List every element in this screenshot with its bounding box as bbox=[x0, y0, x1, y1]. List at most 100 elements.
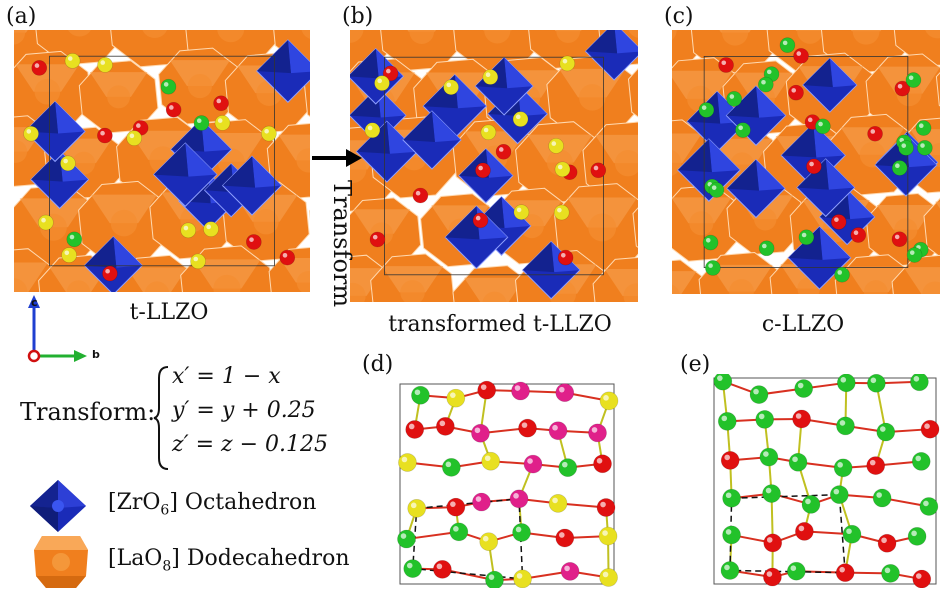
li-site-sphere bbox=[369, 231, 386, 248]
dodecahedron-polyhedron bbox=[632, 207, 638, 248]
li-site-sphere bbox=[866, 456, 886, 475]
dodecahedron-polyhedron bbox=[370, 253, 455, 302]
li-site-sphere bbox=[412, 187, 429, 204]
li-site-diagram-d bbox=[397, 380, 619, 588]
li-site-sphere bbox=[554, 161, 571, 178]
li-site-sphere bbox=[559, 55, 576, 72]
li-site-sphere bbox=[593, 454, 612, 474]
li-site-sphere bbox=[726, 91, 742, 107]
dodecahedron-polyhedron bbox=[14, 184, 100, 271]
li-site-sphere bbox=[403, 559, 423, 578]
li-site-sphere bbox=[165, 101, 182, 118]
octahedron-polyhedron bbox=[444, 205, 509, 270]
octahedron-polyhedron bbox=[153, 142, 218, 207]
octahedron-polyhedron bbox=[83, 235, 143, 292]
li-site-sphere bbox=[919, 497, 939, 516]
li-site-sphere bbox=[555, 383, 575, 403]
li-site-sphere bbox=[23, 125, 39, 142]
octahedron-polyhedron bbox=[802, 57, 858, 113]
li-site-sphere bbox=[835, 563, 855, 583]
dodecahedron-polyhedron bbox=[726, 183, 805, 256]
li-site-sphere bbox=[793, 48, 809, 64]
octahedron-legend-icon bbox=[30, 480, 86, 532]
caption-b: transformed t-LLZO bbox=[388, 312, 612, 337]
octahedron-polyhedron bbox=[402, 110, 462, 170]
dodecahedron-polyhedron bbox=[893, 30, 940, 68]
panel-label-d: (d) bbox=[362, 352, 394, 377]
li-site-sphere bbox=[279, 249, 296, 266]
li-site-sphere bbox=[898, 140, 914, 156]
octahedron-polyhedron bbox=[726, 158, 786, 219]
li-site-sphere bbox=[912, 569, 932, 588]
li-site-sphere bbox=[472, 212, 489, 229]
li-site-sphere bbox=[548, 494, 568, 513]
dodecahedron-polyhedron bbox=[78, 60, 159, 134]
li-site-sphere bbox=[599, 568, 618, 587]
dodecahedron-polyhedron bbox=[380, 30, 465, 71]
li-site-sphere bbox=[446, 388, 466, 408]
li-site-sphere bbox=[180, 222, 197, 239]
li-site-sphere bbox=[702, 234, 719, 251]
octahedron-polyhedron bbox=[584, 30, 638, 81]
li-site-sphere bbox=[763, 567, 782, 587]
li-site-sphere bbox=[867, 125, 883, 142]
li-site-sphere bbox=[718, 57, 734, 73]
li-site-sphere bbox=[446, 497, 466, 517]
li-site-sphere bbox=[512, 111, 529, 127]
li-site-sphere bbox=[876, 422, 896, 442]
li-site-sphere bbox=[915, 120, 932, 136]
legend-lao8-label: [LaO8] Dodecahedron bbox=[108, 546, 350, 575]
li-site-sphere bbox=[553, 204, 570, 221]
li-site-sphere bbox=[735, 122, 751, 138]
li-site-sphere bbox=[788, 84, 804, 101]
octahedron-polyhedron bbox=[677, 138, 741, 202]
dodecahedron-polyhedron bbox=[627, 67, 638, 118]
li-site-sphere bbox=[509, 489, 529, 509]
dodecahedron-polyhedron bbox=[592, 256, 638, 302]
li-site-sphere bbox=[523, 454, 543, 474]
dodecahedron-polyhedron bbox=[78, 180, 170, 266]
li-site-sphere bbox=[795, 522, 814, 541]
li-site-sphere bbox=[833, 458, 853, 478]
dodecahedron-polyhedron bbox=[672, 184, 744, 262]
li-site-sphere bbox=[485, 570, 504, 588]
dodecahedron-legend-icon bbox=[34, 536, 88, 588]
li-site-sphere bbox=[407, 499, 427, 518]
li-site-sphere bbox=[906, 247, 923, 263]
li-site-sphere bbox=[755, 410, 775, 429]
li-site-sphere bbox=[920, 419, 940, 439]
equation-y: y′ = y + 0.25 bbox=[172, 398, 316, 423]
li-site-sphere bbox=[482, 69, 499, 85]
li-site-sphere bbox=[61, 247, 77, 263]
li-site-sphere bbox=[788, 452, 808, 472]
li-site-sphere bbox=[590, 162, 607, 179]
li-site-sphere bbox=[246, 234, 262, 250]
dodecahedron-polyhedron bbox=[698, 251, 784, 294]
li-site-sphere bbox=[443, 79, 459, 96]
legend-zro6-label: [ZrO6] Octahedron bbox=[108, 490, 317, 519]
dodecahedron-polyhedron bbox=[266, 123, 310, 199]
li-site-sphere bbox=[555, 528, 575, 548]
li-site-sphere bbox=[560, 562, 580, 581]
octahedron-polyhedron bbox=[221, 155, 283, 216]
li-site-sphere bbox=[477, 380, 497, 400]
li-site-sphere bbox=[842, 524, 862, 544]
dodecahedron-polyhedron bbox=[308, 209, 310, 222]
crystal-structure-b bbox=[350, 30, 638, 302]
dodecahedron-polyhedron bbox=[672, 259, 707, 294]
li-site-diagram-e bbox=[713, 374, 940, 588]
li-site-sphere bbox=[881, 564, 900, 583]
li-site-sphere bbox=[917, 140, 933, 156]
li-site-sphere bbox=[758, 240, 775, 257]
li-site-sphere bbox=[442, 457, 461, 477]
li-site-sphere bbox=[60, 155, 76, 172]
li-site-sphere bbox=[891, 160, 908, 176]
li-site-sphere bbox=[513, 204, 530, 221]
crystal-structure-a bbox=[14, 30, 310, 292]
li-site-sphere bbox=[64, 53, 81, 69]
li-site-sphere bbox=[548, 421, 568, 441]
axis-indicator bbox=[27, 295, 87, 363]
li-site-sphere bbox=[397, 529, 416, 549]
li-site-sphere bbox=[513, 569, 532, 588]
transform-label: Transform bbox=[328, 180, 356, 308]
